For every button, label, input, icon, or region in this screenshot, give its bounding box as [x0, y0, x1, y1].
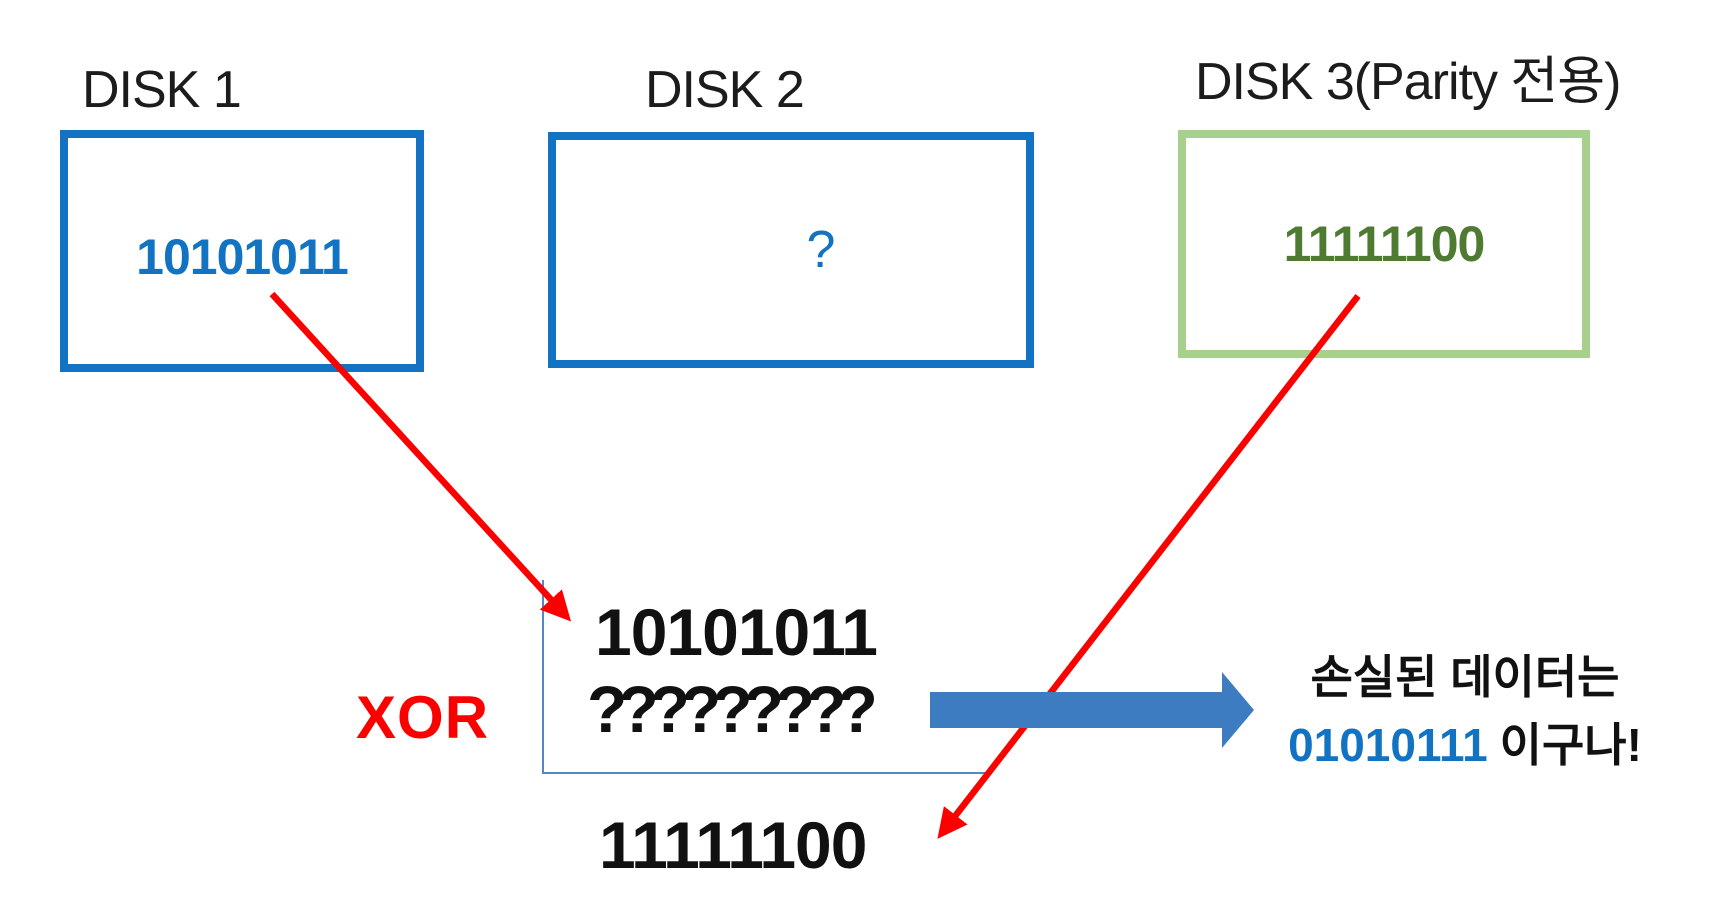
xor-operand2-unknown: ?????????: [587, 672, 878, 746]
recovered-value: 01010111: [1288, 719, 1488, 772]
xor-operand1: 10101011: [595, 595, 878, 669]
disk3-value: 11111100: [1283, 216, 1486, 272]
disk1-title: DISK 1: [82, 61, 242, 119]
disk3-title: DISK 3(Parity 전용): [1195, 53, 1621, 111]
disk3-box: 11111100: [1178, 130, 1590, 358]
disk1-box: 10101011: [60, 130, 424, 372]
disk2-box: ?: [548, 132, 1034, 368]
disk2-value: ?: [806, 221, 836, 279]
result-heading: 손실된 데이터는: [1310, 651, 1620, 703]
disk1-value: 10101011: [136, 229, 349, 285]
xor-parity-operand: 11111100: [599, 808, 867, 882]
blue-result-arrow-icon: [930, 672, 1254, 748]
result-suffix: 이구나!: [1499, 719, 1642, 772]
xor-operator-label: XOR: [356, 684, 490, 751]
disk2-title: DISK 2: [645, 61, 805, 119]
